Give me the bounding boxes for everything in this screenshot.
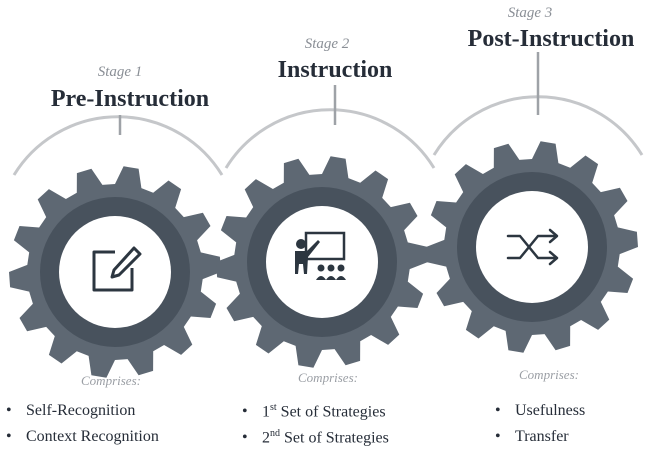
stage-2-label: Stage 2 — [305, 36, 350, 52]
stage-1-gear — [9, 166, 221, 378]
stage-2-comprises: Comprises: — [298, 370, 358, 385]
bullet: • — [495, 428, 501, 445]
stage-3-item-1: • Usefulness — [495, 402, 585, 420]
stage-1-item-1: • Self-Recognition — [6, 402, 135, 420]
stage-2-item-1-ordinal: 1 — [262, 403, 270, 421]
stage-2-item-1-text: Set of Strategies — [276, 403, 386, 421]
bullet: • — [6, 428, 12, 445]
stage-2-item-2-sup: nd — [270, 428, 280, 439]
stage-1-gear-center — [59, 216, 171, 328]
stage-2-item-2: • 2nd Set of Strategies — [242, 428, 389, 447]
stage-3-item-2-text: Transfer — [515, 428, 569, 445]
teacher-presentation-icon — [295, 231, 346, 280]
stage-1-arc — [12, 115, 224, 176]
stage-2-gear — [216, 156, 428, 368]
stage-3-label: Stage 3 — [508, 5, 553, 21]
stage-2-gear-center — [266, 206, 378, 318]
stage-2-item-2-text: Set of Strategies — [280, 429, 389, 447]
shuffle-icon — [506, 228, 559, 266]
stage-1-title: Pre-Instruction — [51, 86, 209, 112]
stage-1-item-2: • Context Recognition — [6, 428, 159, 446]
stage-2-arc — [224, 108, 436, 169]
stage-2-item-1: • 1st Set of Strategies — [242, 402, 386, 421]
stage-3-item-2: • Transfer — [495, 428, 569, 446]
stage-1-item-1-text: Self-Recognition — [26, 402, 136, 419]
bullet: • — [242, 403, 248, 421]
stage-1-comprises: Comprises: — [81, 373, 141, 388]
stage-1-item-2-text: Context Recognition — [26, 428, 159, 445]
stage-3-gear — [426, 141, 638, 353]
stage-1-label: Stage 1 — [98, 64, 143, 80]
stage-2-title: Instruction — [278, 57, 393, 83]
edit-icon — [92, 246, 142, 292]
stage-3-gear-center — [476, 191, 588, 303]
stage-2-item-2-ordinal: 2 — [262, 429, 270, 447]
stage-3-item-1-text: Usefulness — [515, 402, 586, 419]
bullet: • — [242, 429, 248, 447]
bullet: • — [495, 402, 501, 419]
stage-3-title: Post-Instruction — [468, 26, 635, 52]
stage-2-item-1-sup: st — [270, 402, 277, 413]
stage-3-comprises: Comprises: — [519, 367, 579, 382]
bullet: • — [6, 402, 12, 419]
